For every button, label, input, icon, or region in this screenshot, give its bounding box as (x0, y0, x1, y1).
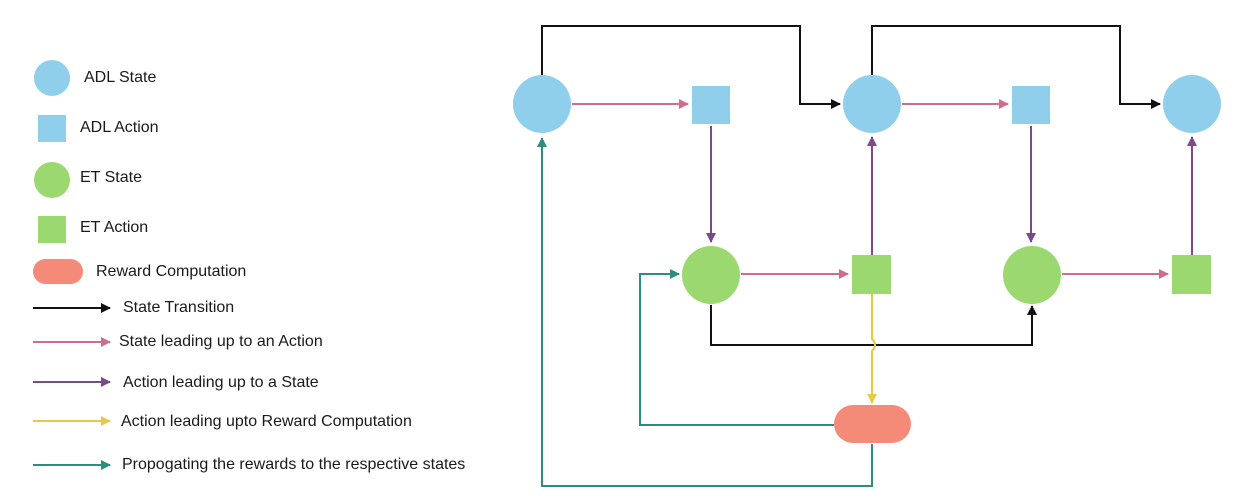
transition-et1-to-et2 (710, 305, 1037, 346)
legend: ADL State ADL Action ET State ET Action … (33, 60, 465, 473)
legend-reward-label: Reward Computation (96, 263, 246, 280)
et-action-node (852, 255, 891, 294)
adl-action-node (692, 86, 730, 124)
legend-et-state-icon (34, 162, 70, 198)
connectors (537, 25, 1197, 487)
legend-state-to-action-label: State leading up to an Action (119, 333, 323, 350)
legend-adl-action-label: ADL Action (80, 119, 159, 136)
et-state-node (682, 246, 740, 304)
et-state-node (1003, 246, 1061, 304)
legend-adl-state-label: ADL State (84, 69, 156, 86)
legend-action-to-state-label: Action leading up to a State (123, 374, 319, 391)
legend-adl-action-icon (38, 115, 66, 142)
legend-reward-icon (33, 259, 83, 284)
legend-et-action-icon (38, 216, 66, 243)
propagate-reward-to-adl1 (537, 137, 873, 487)
et-action-node (1172, 255, 1211, 294)
legend-adl-state-icon (34, 60, 70, 96)
transition-adl1-to-adl2 (541, 25, 841, 109)
adl-state-node (843, 75, 901, 133)
link-et-action1-to-reward (867, 294, 877, 404)
legend-et-state-label: ET State (80, 169, 142, 186)
legend-propagating-label: Propogating the rewards to the respectiv… (122, 456, 465, 473)
legend-state-transition-label: State Transition (123, 299, 234, 316)
nodes (513, 75, 1221, 443)
adl-state-node (513, 75, 571, 133)
propagate-reward-to-et1 (639, 269, 834, 426)
legend-et-action-label: ET Action (80, 219, 148, 236)
legend-action-to-reward-label: Action leading upto Reward Computation (121, 413, 412, 430)
adl-action-node (1012, 86, 1050, 124)
adl-state-node (1163, 75, 1221, 133)
reward-computation-node (834, 405, 911, 443)
transition-adl2-to-adl3 (871, 25, 1161, 109)
